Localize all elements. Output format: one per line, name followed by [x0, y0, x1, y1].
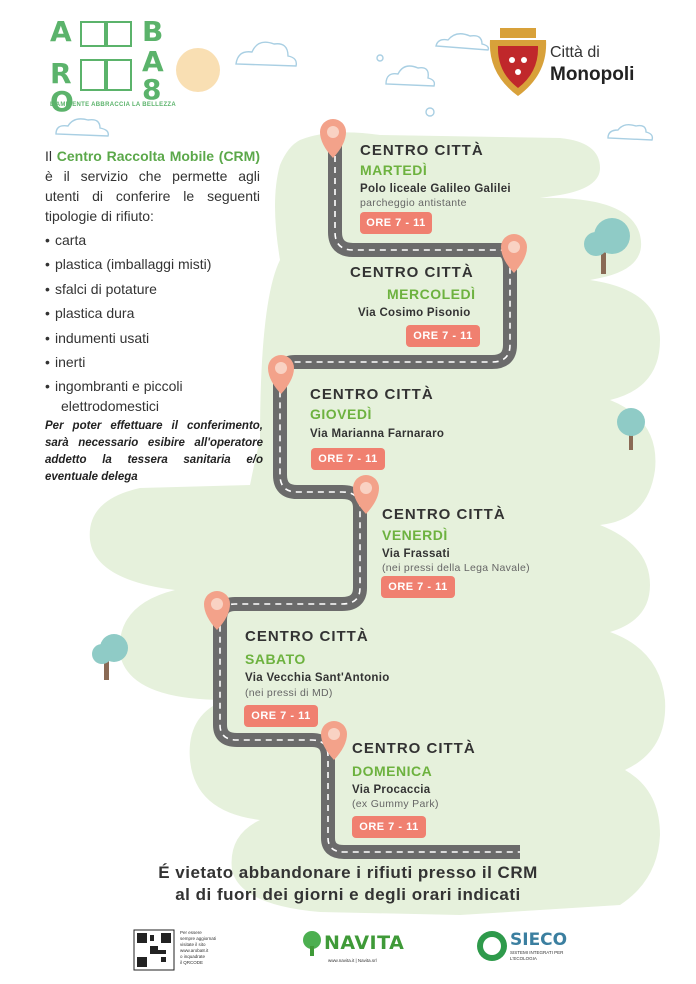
crm-highlight: Centro Raccolta Mobile (CRM): [56, 148, 260, 164]
logo-tagline: L'AMBIENTE ABBRACCIA LA BELLEZZA: [50, 102, 177, 108]
stop-title: CENTRO CITTÀ: [352, 740, 476, 757]
navita-logo: NAVITA: [324, 932, 405, 954]
qr-caption-line: visitate il sito: [180, 942, 206, 947]
hours-badge: ORE 7 - 11: [381, 576, 455, 598]
logo-letter: A: [142, 45, 164, 78]
green-blob: [89, 132, 666, 916]
map-pin-icon: [353, 475, 379, 514]
list-item: •indumenti usati: [45, 329, 150, 346]
sieco-logo: SIECO: [510, 930, 568, 950]
aroba8-logo-icon: [80, 21, 132, 91]
tree-icon: [584, 218, 630, 274]
stop-note: (ex Gummy Park): [352, 798, 439, 810]
sieco-logo-icon: [477, 931, 507, 961]
list-item: •inerti: [45, 353, 86, 370]
map-pin-icon: [501, 234, 527, 273]
qr-code-icon: [133, 929, 175, 971]
logo-letter: B: [142, 15, 164, 48]
hours-badge: ORE 7 - 11: [352, 816, 426, 838]
qr-caption-line: il QRCODE: [180, 960, 204, 965]
logo-letter: 8: [142, 73, 162, 106]
stop-address: Via Vecchia Sant'Antonio: [245, 672, 390, 684]
stop-note: (nei pressi della Lega Navale): [382, 562, 530, 574]
hours-badge: ORE 7 - 11: [244, 705, 318, 727]
city-label: Città di: [550, 44, 600, 61]
logo-letter: O: [50, 85, 74, 118]
intro-text: Il: [45, 148, 57, 164]
intro-paragraph: Il Centro Raccolta Mobile (CRM) è il ser…: [45, 146, 260, 226]
warning-line: al di fuori dei giorni e degli orari ind…: [175, 885, 521, 904]
qr-caption-line: Per essere: [180, 930, 202, 935]
city-name: Monopoli: [550, 64, 635, 85]
sieco-subtitle: SISTEMI INTEGRATI PER L'ECOLOGIA: [510, 950, 564, 961]
intro-text: è il servizio che permette agli utenti d…: [45, 168, 260, 224]
stop-title: CENTRO CITTÀ: [382, 506, 506, 523]
stop-day: SABATO: [245, 651, 306, 667]
stop-title: CENTRO CITTÀ: [350, 264, 474, 281]
logo-letter: R: [50, 57, 72, 90]
hours-badge: ORE 7 - 11: [311, 448, 385, 470]
sun-icon: [176, 48, 220, 92]
warning-line: É vietato abbandonare i rifiuti presso i…: [158, 863, 538, 882]
stop-title: CENTRO CITTÀ: [360, 142, 484, 159]
map-pin-icon: [321, 721, 347, 760]
map-pin-icon: [204, 591, 230, 630]
map-pin-icon: [320, 119, 346, 158]
tree-icon: [617, 408, 645, 450]
navita-logo-icon: [303, 931, 321, 956]
cloud-icon: [55, 33, 654, 141]
stop-day: GIOVEDÌ: [310, 406, 372, 422]
stop-address: Via Procaccia: [352, 784, 431, 796]
hours-badge: ORE 7 - 11: [360, 212, 432, 234]
list-item-continuation: elettrodomestici: [61, 398, 160, 414]
stop-day: DOMENICA: [352, 763, 433, 779]
logo-letter: A: [50, 15, 72, 48]
list-item: •ingombranti e piccoli: [45, 378, 183, 395]
navita-subtitle: www.navita.it | Navita.srl: [328, 958, 377, 963]
list-item: •plastica (imballaggi misti): [45, 256, 212, 273]
stop-day: VENERDÌ: [382, 527, 448, 543]
qr-caption-line: sempre aggiornati: [180, 936, 217, 941]
stop-day: MARTEDÌ: [360, 162, 428, 178]
qr-caption-line: www.aroba8.it: [180, 948, 209, 953]
waste-types-list: •carta •plastica (imballaggi misti) •sfa…: [45, 228, 211, 399]
stop-title: CENTRO CITTÀ: [310, 386, 434, 403]
coat-of-arms-icon: [489, 28, 547, 96]
stop-address: Via Cosimo Pisonio: [358, 307, 471, 319]
stop-address: Via Frassati: [382, 548, 450, 560]
qr-caption-line: o inquadrate: [180, 954, 206, 959]
stop-note: parcheggio antistante: [360, 197, 467, 209]
list-item: •carta: [45, 232, 87, 248]
map-pin-icon: [268, 355, 294, 394]
stop-day: MERCOLEDÌ: [387, 286, 476, 302]
hours-badge: ORE 7 - 11: [406, 325, 480, 347]
list-item: •sfalci di potature: [45, 280, 157, 297]
stop-address: Via Marianna Farnararo: [310, 428, 445, 440]
stop-address: Polo liceale Galileo Galilei: [360, 183, 511, 195]
tree-icon: [92, 634, 128, 680]
stop-title: CENTRO CITTÀ: [245, 628, 369, 645]
requirement-note: Per poter effettuare il conferimento, sa…: [45, 420, 263, 483]
list-item: •plastica dura: [45, 305, 135, 322]
warning-message: É vietato abbandonare i rifiuti presso i…: [0, 862, 696, 906]
stop-note: (nei pressi di MD): [245, 687, 333, 699]
